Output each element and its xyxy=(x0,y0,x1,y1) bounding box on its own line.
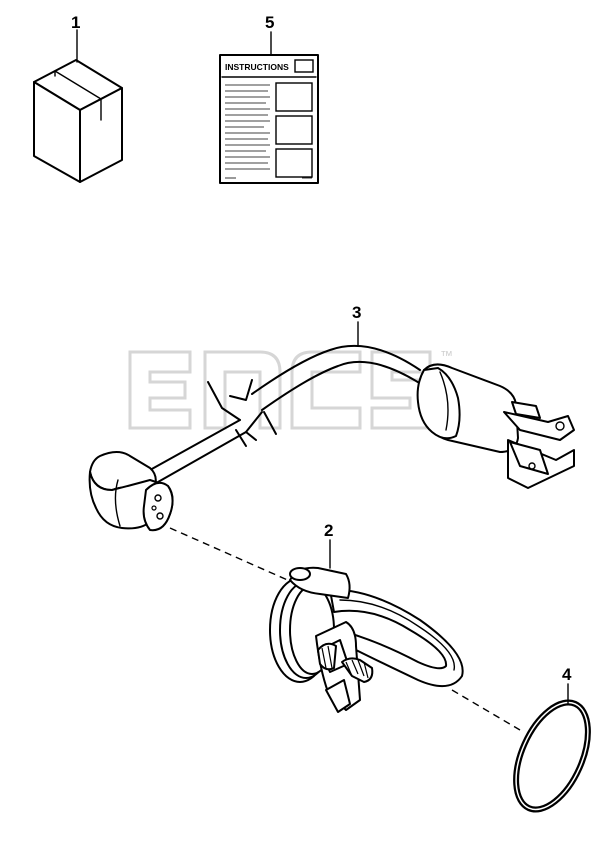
assembly-line-a xyxy=(169,527,293,583)
instructions-title: INSTRUCTIONS xyxy=(225,62,289,72)
callout-5: 5 xyxy=(265,13,274,32)
part-4-o-ring xyxy=(513,699,591,813)
callout-3: 3 xyxy=(352,303,361,322)
part-1-box xyxy=(33,59,123,183)
part-5-instructions-sheet: INSTRUCTIONS xyxy=(219,54,319,184)
callout-4: 4 xyxy=(562,665,572,684)
callout-2: 2 xyxy=(324,521,333,540)
assembly-line-b xyxy=(451,689,521,731)
callout-1: 1 xyxy=(71,13,80,32)
part-2-heating-element xyxy=(269,566,464,713)
watermark-trademark: ™ xyxy=(440,348,453,363)
part-3-power-cord xyxy=(88,344,575,532)
